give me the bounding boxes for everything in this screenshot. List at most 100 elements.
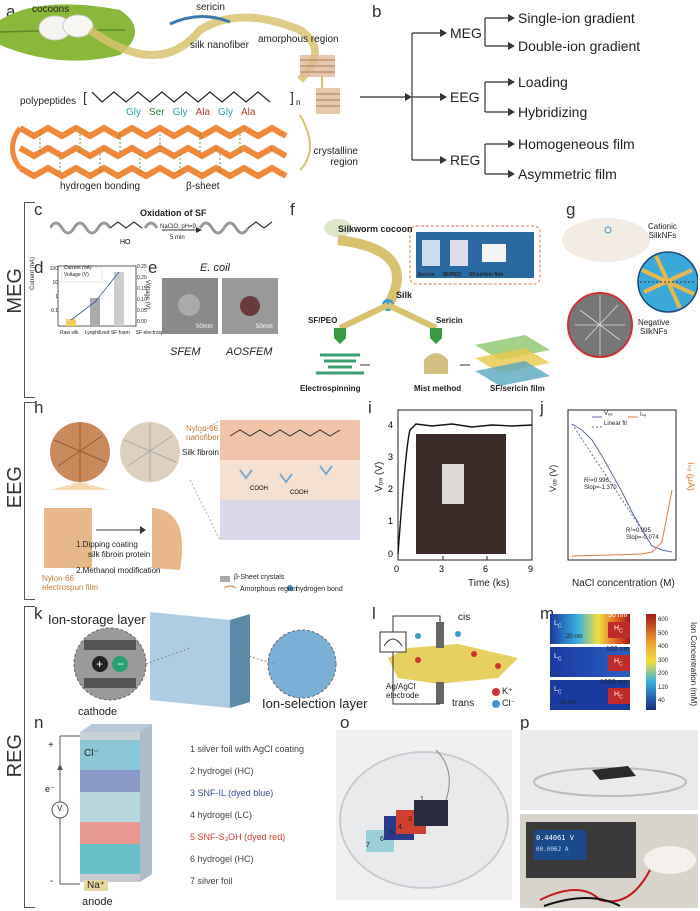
residue-label: Ala [241,107,256,118]
label-cationic-line: SilkNFs [648,231,677,240]
label-plus: + [48,740,54,751]
bar-current [66,319,76,326]
legend-isc: Iₛₔ [640,412,647,418]
electrospinning-mat [316,353,364,375]
lc-sub: C [557,656,562,663]
panel-label-o: o [340,713,350,732]
amorphous-region-block [300,55,335,77]
tick-label: 0.15 [137,286,147,292]
legend-dot-k [492,688,500,696]
zoom-lines [145,647,275,665]
label-sericin: sericin [196,2,225,13]
plot-frame [397,409,533,561]
label-sericin: Sericin [436,316,463,325]
oxidation-condition: NaClO, pH=9 [160,224,196,230]
panel-a-diagram: [ ] [0,4,340,180]
sample-number: 1 [420,796,424,803]
label-line: electrospun film [42,583,99,592]
zoom-marker [604,226,612,234]
label-mist-method: Mist method [414,384,462,393]
photo-frame [409,225,541,285]
label-cationic-line: Cationic [648,222,677,231]
tree-node-meg: MEG [450,25,482,41]
hc-block [608,622,630,638]
step-dipping: 1.Dipping coating [76,540,138,549]
label-cocoon: Silkworm cocoon [338,224,413,234]
tick-label: 0.25 [137,264,147,270]
lc-sub: C [557,623,562,630]
hc-block [608,655,630,671]
cbar-tick: 40 [658,698,665,704]
panel-label-j: j [540,398,544,417]
lc-label: LC [554,620,562,629]
label-negative-line: SilkNFs [640,327,668,336]
ion-cl [455,631,461,637]
hc-letter: H [614,625,620,632]
axis-label-voc: Vₒₔ (V) [374,461,385,492]
panel-label-i: i [368,398,372,417]
legend-beta-sheet: β-Sheet crystals [234,574,285,581]
legend-cl: Cl⁻ [502,698,516,708]
label-trans: trans [452,698,475,709]
instrument-screen [534,830,586,860]
size-1000: 1000 nm [600,679,628,686]
layer-snf-so3h [80,822,140,844]
legend-box [61,267,103,283]
axis-label-nacl: NaCl concentration (M) [572,578,675,589]
cocoon-shape [324,219,352,237]
panel-label-p: p [520,713,530,732]
vial-sericin [422,240,440,266]
panel-d-chart [57,265,137,327]
step-methanol: 2.Methanol modification [76,566,161,575]
voltmeter [379,631,407,653]
panel-b-tree-lines [360,14,515,178]
panel-h-diagram: COOH COOH [44,419,360,591]
hc-letter: H [614,658,620,665]
panel-label-c: c [34,200,43,219]
plot-frame [567,409,677,561]
ecoli-title: E. coil [200,262,230,274]
bar-current [114,272,124,326]
panel-o-photo [336,730,512,900]
label-hydrogen-bonding: hydrogen bonding [60,181,141,192]
syringe-sericin [430,328,442,344]
mesh-fibers [123,422,177,482]
layer-hydrogel-hc [80,844,140,874]
bar-current [90,298,100,326]
label-electrospinning: Electrospinning [300,384,361,393]
film-photo [562,218,650,262]
sfem-image [162,278,218,334]
interface-top [220,420,360,460]
interface-bottom [220,500,360,540]
category-label: Raw silk [60,330,79,336]
panel-label-l: l [372,604,376,623]
anion [112,656,128,672]
ion-k [495,663,501,669]
tick-label: 0.20 [137,275,147,281]
label-ion-storage: Ion-storage layer [48,612,146,627]
tree-leaf: Asymmetric film [518,166,617,182]
hc-sub: C [619,661,623,668]
panel-f-diagram [316,219,550,386]
electron-arrow [57,764,63,770]
label-voltmeter: V [57,804,63,813]
svg-text:2: 2 [388,484,393,494]
hc-label: HC [614,658,623,667]
silk-fiber [337,235,402,308]
cation [92,656,108,672]
svg-text:HO: HO [120,239,131,246]
label-line: Ag/AgCl [386,682,416,691]
panel-j-chart [567,409,677,561]
category-label: Lyophilized SF foam [84,330,130,336]
photo-label: SF/PEO [442,272,462,278]
label-line: Nylon-66 [186,424,219,433]
layer-label: 2 hydrogel (HC) [190,766,254,776]
beta-sheet-marks [239,465,333,484]
label-film: SF/sericin film [490,384,545,393]
circuit-wire [392,615,441,705]
probe-wire [543,897,621,907]
svg-text:3: 3 [439,564,444,574]
tick-label: 100 [49,266,58,272]
axis-label-voc-j: Vₒₔ (V) [548,464,558,492]
layer-label: 3 SNF-IL (dyed blue) [190,788,274,798]
